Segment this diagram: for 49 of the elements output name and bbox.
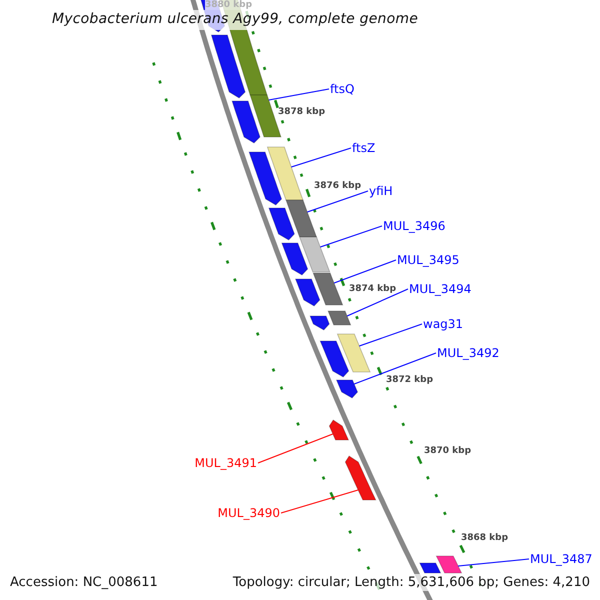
gene-block [310,316,330,330]
category-bar [285,200,318,238]
leader-line [258,434,334,464]
gene-label: ftsQ [330,82,354,96]
leader-line [358,324,422,346]
leader-line [458,558,530,566]
category-bar [299,236,330,272]
gene-label: ftsZ [352,141,376,155]
leader-line [320,226,382,248]
category-bar [336,334,371,372]
gene-block [268,208,295,240]
gene-block [336,380,358,398]
gene-block [210,34,246,98]
gene-block [294,278,320,306]
category-bar [328,310,352,326]
gene-label: yfiH [369,184,393,198]
genome-info-text: Topology: circular; Length: 5,631,606 bp; Genes: 4,210 [230,574,592,591]
gene-block [248,152,282,206]
gene-label: MUL_3490 [218,506,280,520]
leader-line [290,148,352,168]
leader-line [268,88,330,100]
gene-label: MUL_3487 [530,552,592,566]
tick-label: 3874 kbp [349,284,396,294]
leader-line [306,190,368,212]
tick-label: 3870 kbp [424,446,472,456]
gene-label: MUL_3491 [194,456,257,470]
leader-line [334,260,396,284]
gene-block [328,419,350,440]
gene-label: MUL_3492 [437,346,500,360]
leader-line [280,490,359,514]
category-bar [312,272,344,306]
tick-label: 3868 kbp [461,533,508,543]
category-bar [266,146,304,200]
gene-label: wag31 [423,317,464,331]
tick-label: 3880 kbp [205,0,252,10]
tick-label: 3876 kbp [314,181,362,191]
gene-label: MUL_3495 [397,253,460,267]
leader-line [354,352,436,384]
gene-block [344,455,376,500]
gene-label: MUL_3494 [409,282,472,296]
gene-block [232,100,260,144]
gene-label: MUL_3496 [383,219,446,233]
tick-label: 3872 kbp [386,375,434,385]
leader-line [346,288,408,316]
gene-block [281,242,308,276]
category-bar [436,556,462,574]
tick-label: 3878 kbp [278,107,326,117]
gene-block [320,340,350,378]
accession-text: Accession: NC_008611 [8,574,160,591]
